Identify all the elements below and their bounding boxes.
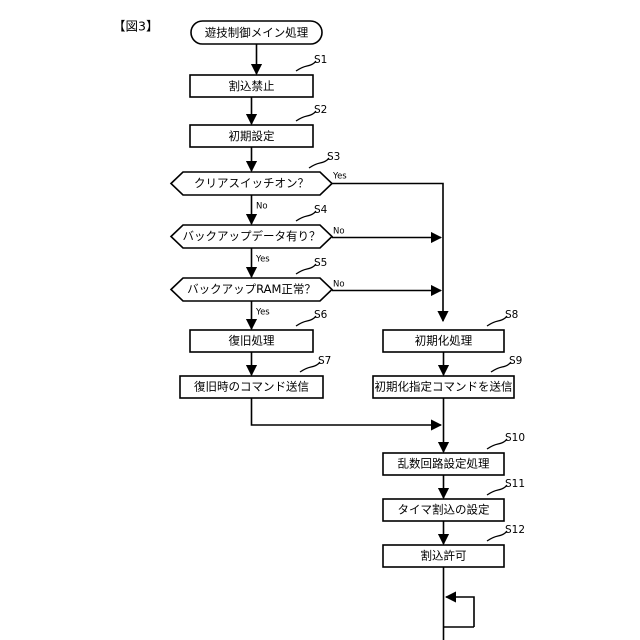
- branch-label-s5-no: No: [333, 280, 345, 290]
- branch-label-s3-no: No: [256, 202, 268, 212]
- node-s11-label: タイマ割込の設定: [398, 503, 490, 517]
- node-s12-label: 割込許可: [421, 549, 467, 563]
- edge-loop-back: [444, 591, 475, 627]
- step-label-s8: S8: [505, 309, 518, 321]
- node-s4-label: バックアップデータ有り？: [183, 229, 321, 243]
- leader-s8: [486, 315, 508, 327]
- step-label-s7: S7: [318, 355, 331, 367]
- leader-s2: [295, 110, 317, 122]
- leader-s9: [490, 361, 512, 373]
- node-s4: [169, 224, 334, 249]
- node-s9-label: 初期化指定コマンドを送信: [375, 380, 513, 394]
- leader-s5: [295, 263, 317, 275]
- node-s3-label: クリアスイッチオン？: [194, 176, 309, 190]
- step-label-s5: S5: [314, 257, 327, 269]
- step-label-s1: S1: [314, 54, 327, 66]
- step-label-s3: S3: [327, 151, 340, 163]
- start-terminator-label: 遊技制御メイン処理: [205, 26, 309, 40]
- node-s10-label: 乱数回路設定処理: [398, 457, 490, 471]
- step-label-s12: S12: [505, 524, 525, 536]
- step-label-s2: S2: [314, 104, 327, 116]
- step-label-s11: S11: [505, 478, 525, 490]
- leader-s4: [295, 210, 317, 222]
- branch-label-s3-yes: Yes: [332, 172, 347, 182]
- leader-s7: [299, 361, 321, 373]
- figure-title: 【図3】: [113, 19, 158, 34]
- step-label-s6: S6: [314, 309, 328, 321]
- leader-s1: [295, 60, 317, 72]
- node-s5: [169, 277, 334, 302]
- branch-label-s5-yes: Yes: [255, 308, 270, 318]
- edge-s3-yes-to-s8: [332, 182, 449, 323]
- leader-s3: [308, 157, 330, 169]
- step-label-s4: S4: [314, 204, 328, 216]
- leader-s6: [295, 315, 317, 327]
- node-s7-label: 復旧時のコマンド送信: [194, 380, 309, 394]
- branch-label-s4-no: No: [333, 227, 345, 237]
- edge-s7-to-trunk: [250, 398, 443, 431]
- node-s8-label: 初期化処理: [415, 334, 473, 348]
- step-label-s10: S10: [505, 432, 525, 444]
- node-s5-label: バックアップRAM正常？: [187, 282, 316, 296]
- node-s6-label: 復旧処理: [229, 334, 275, 348]
- leader-s11: [486, 484, 508, 496]
- branch-label-s4-yes: Yes: [255, 255, 270, 265]
- leader-s12: [486, 530, 508, 542]
- node-s2-label: 初期設定: [229, 129, 275, 143]
- step-label-s9: S9: [509, 355, 522, 367]
- leader-s10: [486, 438, 508, 450]
- node-s1-label: 割込禁止: [229, 79, 275, 93]
